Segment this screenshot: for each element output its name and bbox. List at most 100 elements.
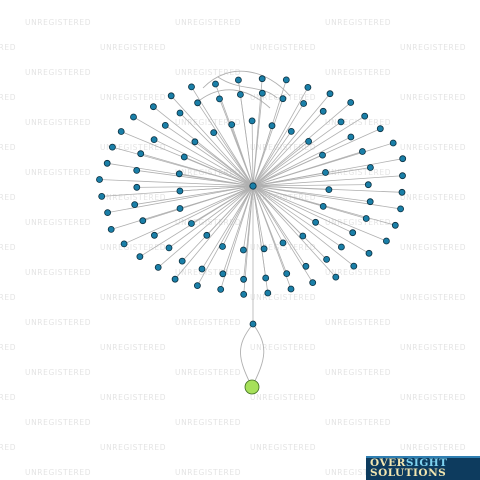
graph-node[interactable]: [302, 262, 310, 270]
graph-node[interactable]: [362, 215, 370, 222]
graph-node[interactable]: [279, 95, 287, 103]
graph-node[interactable]: [279, 239, 287, 247]
graph-node[interactable]: [337, 243, 345, 251]
graph-node[interactable]: [258, 75, 266, 83]
graph-node[interactable]: [364, 181, 372, 189]
graph-node[interactable]: [350, 262, 358, 270]
graph-node[interactable]: [239, 246, 247, 254]
graph-link-node[interactable]: [249, 320, 257, 328]
graph-node[interactable]: [228, 121, 236, 128]
graph-node[interactable]: [178, 257, 186, 265]
graph-node[interactable]: [365, 249, 373, 257]
graph-node[interactable]: [103, 159, 111, 167]
graph-node[interactable]: [366, 164, 374, 171]
graph-node[interactable]: [176, 205, 184, 212]
graph-node[interactable]: [176, 187, 184, 195]
graph-node[interactable]: [96, 176, 103, 183]
graph-node[interactable]: [149, 103, 157, 111]
graph-node[interactable]: [120, 240, 128, 248]
graph-node[interactable]: [216, 95, 223, 103]
graph-node[interactable]: [98, 192, 106, 200]
graph-node[interactable]: [304, 84, 312, 91]
graph-node[interactable]: [283, 270, 291, 278]
graph-node[interactable]: [234, 76, 242, 84]
graph-node[interactable]: [323, 255, 331, 263]
graph-node[interactable]: [150, 231, 158, 239]
graph-node[interactable]: [391, 221, 399, 229]
graph-node[interactable]: [319, 107, 327, 115]
graph-node[interactable]: [131, 201, 139, 209]
graph-node[interactable]: [262, 274, 270, 282]
graph-node[interactable]: [264, 289, 272, 297]
graph-node[interactable]: [171, 275, 179, 283]
graph-node[interactable]: [137, 150, 145, 158]
graph-node[interactable]: [361, 112, 369, 120]
graph-node[interactable]: [167, 92, 175, 100]
graph-node[interactable]: [349, 229, 357, 237]
graph-node[interactable]: [117, 128, 125, 135]
graph-node[interactable]: [332, 273, 340, 281]
graph-node[interactable]: [326, 90, 334, 98]
graph-node[interactable]: [176, 109, 184, 117]
graph-node[interactable]: [287, 127, 295, 135]
graph-node[interactable]: [319, 202, 327, 210]
graph-node[interactable]: [198, 265, 206, 273]
graph-node[interactable]: [260, 245, 268, 253]
graph-node[interactable]: [376, 125, 384, 133]
graph-node[interactable]: [191, 138, 199, 146]
graph-root-node[interactable]: [244, 379, 260, 395]
graph-node[interactable]: [347, 99, 355, 106]
graph-node[interactable]: [287, 285, 295, 293]
graph-node[interactable]: [175, 170, 183, 178]
graph-node[interactable]: [104, 209, 111, 217]
graph-node[interactable]: [337, 118, 345, 126]
graph-node[interactable]: [399, 155, 407, 163]
graph-node[interactable]: [258, 89, 266, 97]
graph-node[interactable]: [187, 220, 195, 227]
graph-node[interactable]: [305, 137, 313, 145]
graph-node[interactable]: [188, 83, 195, 91]
graph-node[interactable]: [347, 133, 355, 141]
graph-node[interactable]: [194, 99, 202, 107]
graph-node[interactable]: [139, 217, 147, 225]
graph-node[interactable]: [312, 218, 320, 226]
graph-node[interactable]: [240, 290, 248, 298]
graph-node[interactable]: [165, 244, 173, 252]
graph-node[interactable]: [325, 186, 333, 194]
graph-node[interactable]: [322, 169, 329, 176]
graph-node[interactable]: [299, 232, 307, 240]
graph-hub-node[interactable]: [249, 182, 257, 190]
graph-node[interactable]: [389, 139, 397, 147]
graph-node[interactable]: [319, 151, 326, 159]
graph-node[interactable]: [248, 117, 256, 125]
graph-node[interactable]: [240, 275, 248, 283]
graph-node[interactable]: [309, 279, 317, 287]
graph-node[interactable]: [136, 253, 144, 261]
graph-node[interactable]: [203, 231, 211, 239]
graph-node[interactable]: [366, 198, 374, 206]
graph-node[interactable]: [133, 183, 141, 191]
graph-node[interactable]: [219, 270, 227, 278]
graph-node[interactable]: [397, 205, 405, 213]
graph-node[interactable]: [180, 153, 188, 161]
graph-node[interactable]: [193, 282, 201, 290]
graph-node[interactable]: [107, 225, 115, 233]
graph-node[interactable]: [300, 100, 308, 107]
graph-node[interactable]: [133, 166, 141, 174]
graph-node[interactable]: [217, 285, 225, 293]
graph-node[interactable]: [236, 91, 244, 98]
graph-node[interactable]: [282, 76, 290, 84]
graph-node[interactable]: [130, 113, 137, 121]
graph-node[interactable]: [399, 172, 406, 180]
graph-node[interactable]: [219, 243, 226, 250]
graph-node[interactable]: [150, 136, 158, 144]
graph-node[interactable]: [212, 80, 219, 88]
graph-node[interactable]: [268, 122, 276, 130]
graph-node[interactable]: [109, 143, 116, 151]
graph-node[interactable]: [154, 263, 162, 271]
graph-node[interactable]: [398, 188, 406, 196]
graph-node[interactable]: [382, 237, 390, 245]
graph-node[interactable]: [358, 148, 366, 155]
graph-node[interactable]: [210, 129, 218, 137]
graph-node[interactable]: [161, 122, 169, 129]
